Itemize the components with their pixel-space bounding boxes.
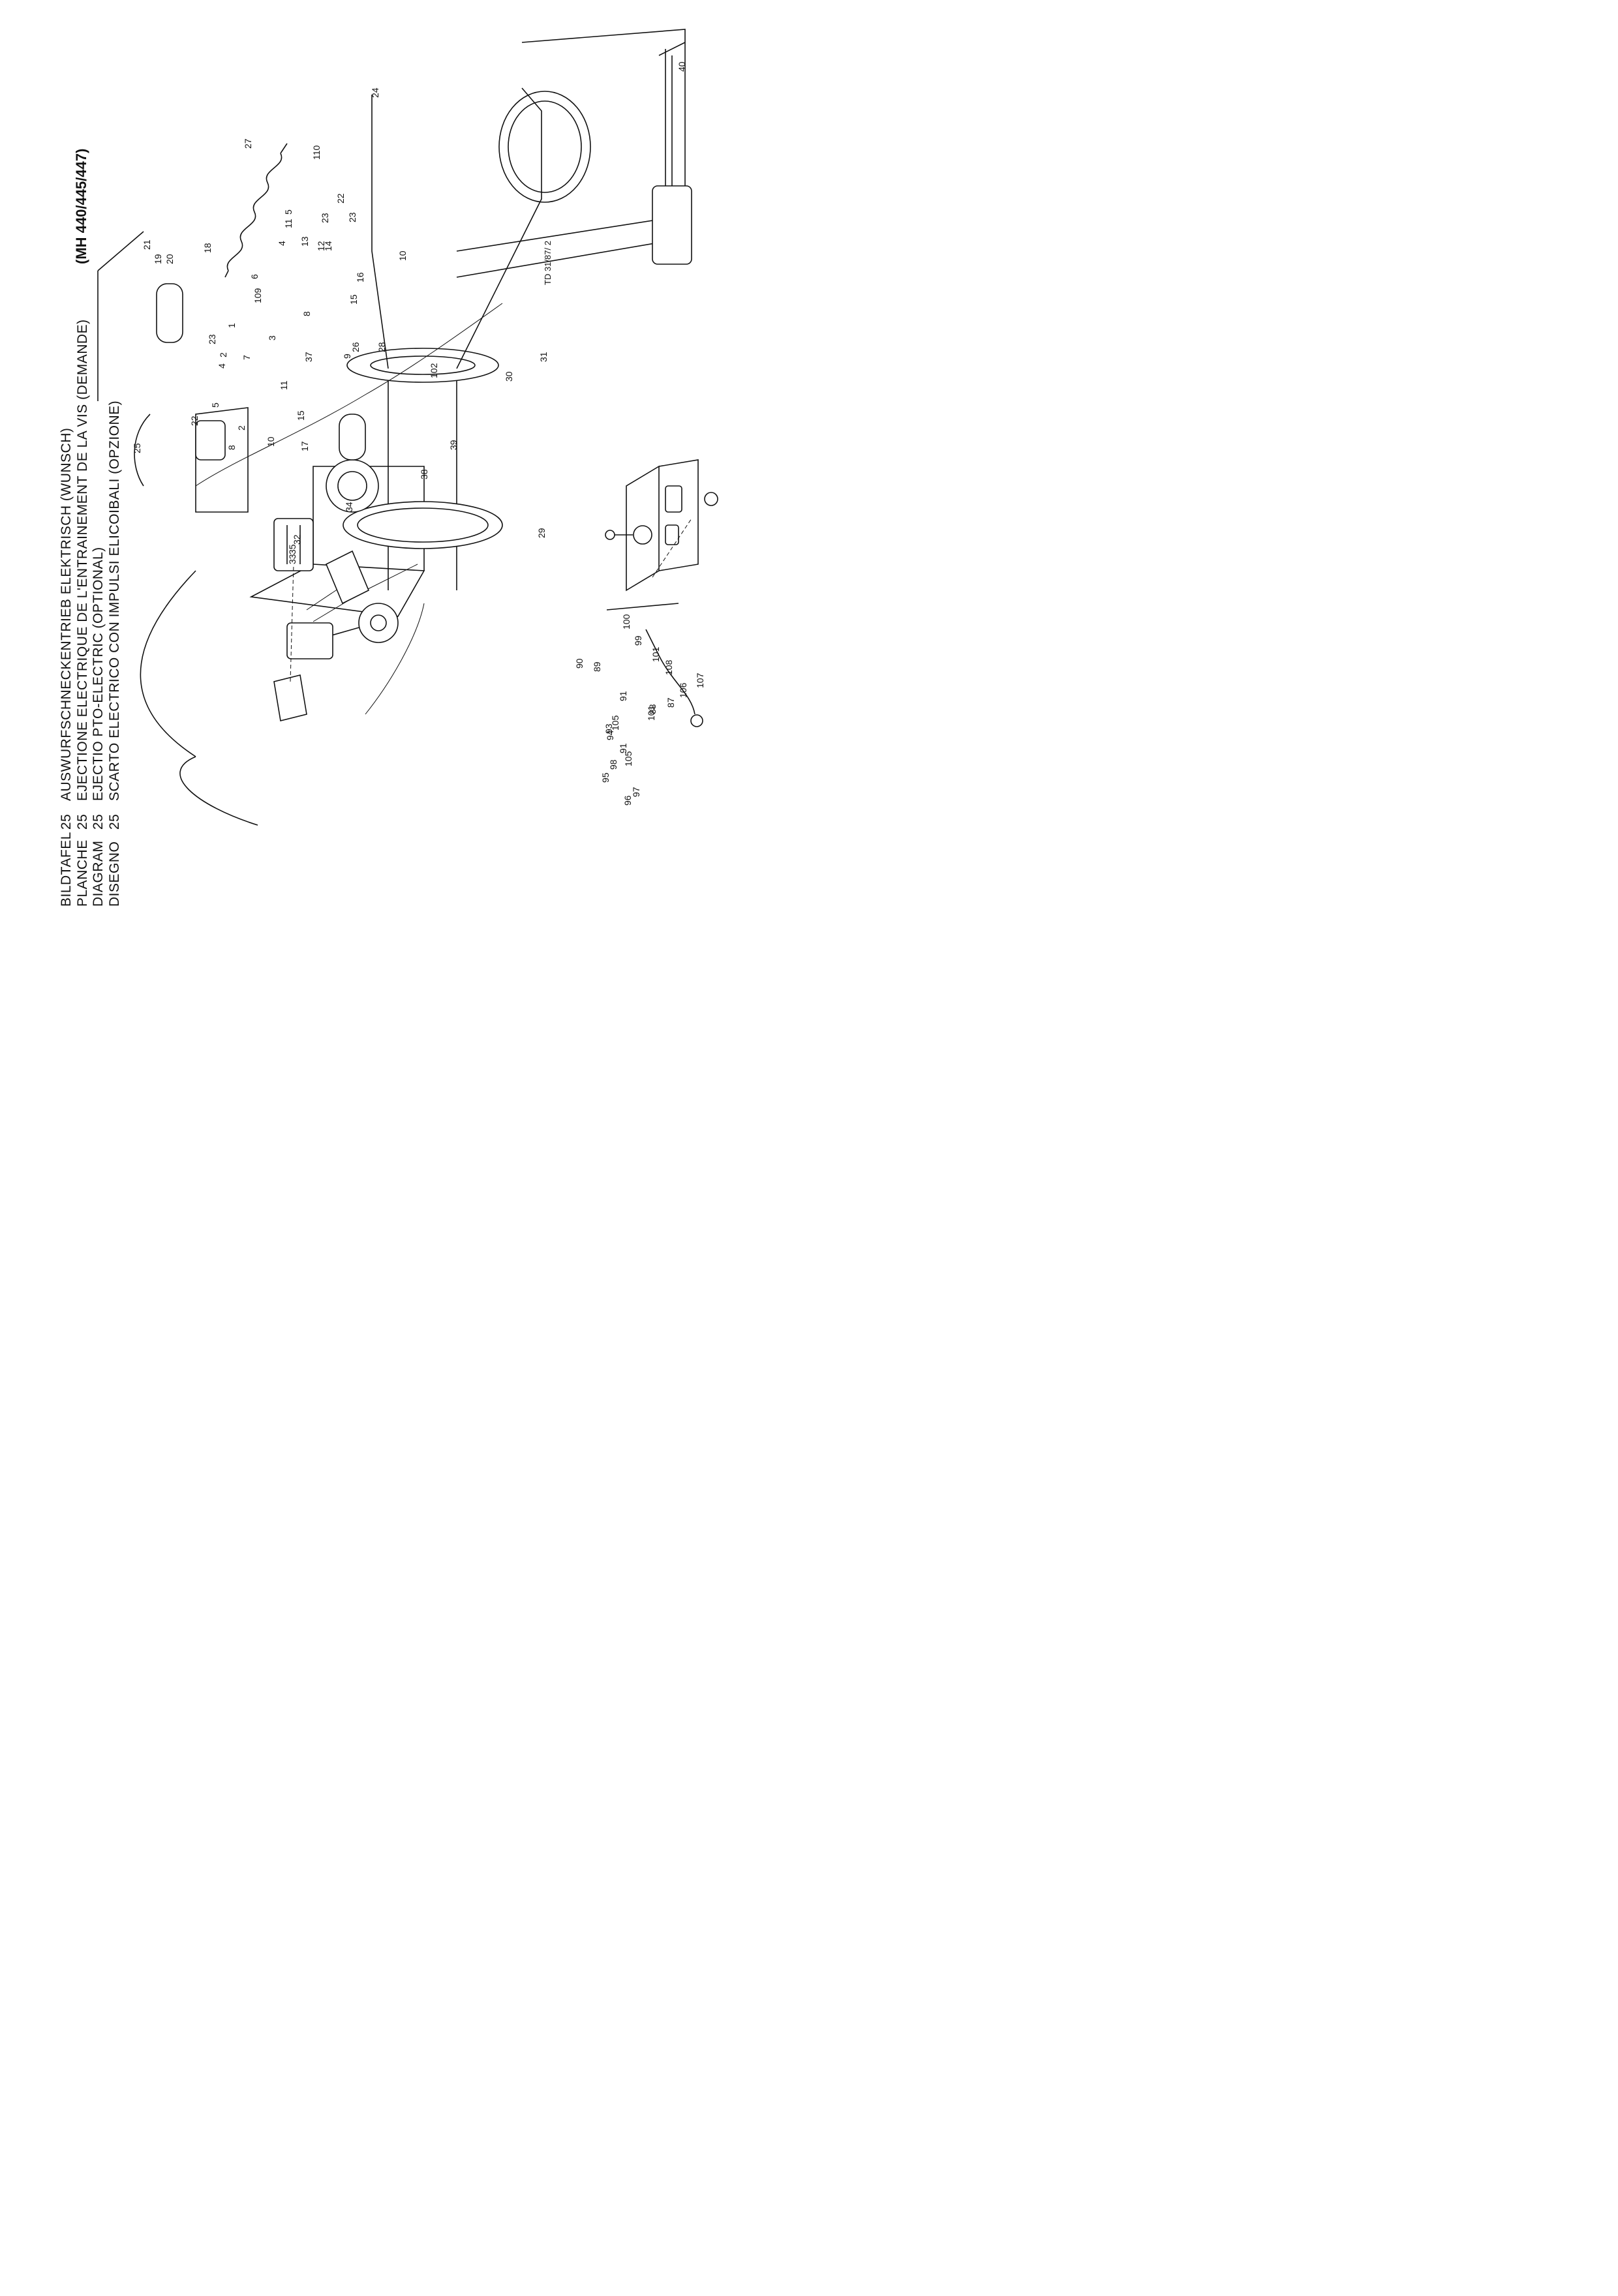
mounting-flange bbox=[346, 348, 499, 383]
callout-label: 17 bbox=[299, 441, 310, 451]
callout-label: 11 bbox=[283, 219, 294, 228]
callout-label: 95 bbox=[600, 772, 611, 783]
callout-label: 106 bbox=[678, 682, 688, 698]
callout-label: 32 bbox=[292, 534, 302, 545]
callout-label: 12 bbox=[316, 241, 326, 251]
callout-label: 39 bbox=[448, 440, 459, 450]
callout-label: 105 bbox=[623, 751, 633, 766]
callout-label: 109 bbox=[252, 288, 263, 303]
callout-label: 11 bbox=[279, 380, 289, 390]
callout-label: 33 bbox=[287, 554, 298, 564]
callout-label: 9 bbox=[342, 354, 352, 359]
callout-label: 10 bbox=[397, 250, 408, 261]
ring-gear bbox=[343, 501, 503, 549]
callout-label: 23 bbox=[207, 334, 217, 344]
joystick-knob bbox=[633, 525, 652, 545]
callout-label: 31 bbox=[538, 352, 549, 362]
callout-label: 20 bbox=[164, 254, 175, 264]
exploded-parts-diagram: 1 2 2 3 4 4 5 5 6 7 8 8 9 10 10 11 11 12… bbox=[97, 29, 718, 826]
callout-label: 101 bbox=[650, 646, 661, 662]
callout-label: 35 bbox=[287, 544, 298, 554]
callout-label: 96 bbox=[622, 795, 633, 806]
callout-label: 4 bbox=[217, 363, 227, 369]
callout-label: 26 bbox=[350, 342, 361, 352]
callout-label: 3 bbox=[267, 335, 277, 340]
callout-label: 90 bbox=[574, 658, 585, 669]
callout-label: 5 bbox=[283, 209, 294, 215]
callout-label: 8 bbox=[301, 311, 312, 316]
callout-label: 4 bbox=[277, 241, 287, 246]
callout-label: 27 bbox=[243, 138, 253, 149]
drive-pulley bbox=[358, 603, 399, 643]
callout-label: 15 bbox=[348, 294, 359, 305]
callout-label: 14 bbox=[323, 241, 333, 251]
switch-housing bbox=[195, 420, 226, 461]
motor-bracket bbox=[286, 622, 333, 659]
callout-label: 10 bbox=[266, 436, 276, 447]
callout-label: 38 bbox=[419, 469, 429, 479]
control-cable bbox=[195, 303, 503, 487]
callout-label: 21 bbox=[142, 239, 152, 250]
callout-label: 23 bbox=[320, 213, 330, 223]
motor-gearbox bbox=[325, 550, 370, 605]
callout-label: 8 bbox=[226, 445, 237, 450]
callout-label: 102 bbox=[429, 363, 439, 378]
control-box bbox=[605, 459, 718, 727]
callout-label: 97 bbox=[631, 787, 641, 797]
coiled-cable bbox=[224, 143, 288, 278]
grommet bbox=[704, 492, 718, 506]
mounting-plate-opening bbox=[498, 91, 591, 203]
callout-label: 107 bbox=[695, 672, 705, 688]
callout-label: 29 bbox=[536, 528, 547, 538]
drive-motor-assembly bbox=[97, 42, 692, 721]
power-cable bbox=[365, 603, 425, 715]
callout-label: 105 bbox=[610, 715, 620, 731]
callout-label: 99 bbox=[633, 635, 643, 646]
motor-end-cap bbox=[339, 414, 366, 461]
callout-label: 94 bbox=[605, 730, 615, 740]
callout-label: 87 bbox=[665, 697, 676, 708]
callout-label: 1 bbox=[226, 323, 237, 328]
relay bbox=[665, 485, 682, 513]
callout-label: 108 bbox=[664, 659, 674, 675]
auger-tube bbox=[343, 29, 686, 590]
callout-label: 24 bbox=[370, 87, 380, 98]
joystick-ball bbox=[605, 530, 615, 540]
cable-sleeve bbox=[156, 283, 183, 343]
callout-label: 23 bbox=[347, 212, 358, 222]
callout-label: 28 bbox=[376, 342, 387, 352]
callout-label: 7 bbox=[241, 355, 252, 360]
callout-label: 16 bbox=[355, 272, 365, 282]
plug-connector bbox=[690, 714, 703, 727]
callout-label: 19 bbox=[153, 254, 163, 264]
callout-labels: 1 2 2 3 4 4 5 5 6 7 8 8 9 10 10 11 11 12… bbox=[132, 61, 705, 806]
callout-label: 100 bbox=[621, 614, 632, 629]
callout-label: 110 bbox=[311, 145, 322, 160]
callout-label: 18 bbox=[202, 243, 213, 253]
callout-label: 6 bbox=[249, 274, 260, 279]
callout-label: 2 bbox=[218, 352, 228, 357]
callout-label: 13 bbox=[299, 236, 310, 247]
callout-label: 101 bbox=[646, 705, 656, 721]
callout-label: 89 bbox=[592, 661, 602, 672]
callout-label: 2 bbox=[236, 425, 247, 430]
callout-label: 22 bbox=[189, 415, 200, 426]
callout-label: 91 bbox=[618, 743, 628, 753]
callout-label: 40 bbox=[677, 61, 687, 72]
actuator-body bbox=[652, 185, 692, 265]
callout-label: 34 bbox=[344, 502, 354, 512]
callout-label: 15 bbox=[296, 410, 306, 421]
callout-label: 5 bbox=[210, 402, 221, 408]
rotated-sheet: BILDTAFEL25AUSWURFSCHNECKENTRIEB ELEKTRI… bbox=[0, 0, 720, 1021]
callout-label: 25 bbox=[132, 443, 142, 453]
callout-label: 91 bbox=[618, 691, 628, 701]
switch-block bbox=[665, 524, 679, 545]
callout-label: 37 bbox=[303, 352, 314, 362]
callout-label: 22 bbox=[335, 193, 346, 204]
callout-label: 88 bbox=[647, 704, 658, 714]
callout-label: 30 bbox=[504, 371, 514, 382]
callout-label: 93 bbox=[603, 723, 614, 734]
callout-label: 98 bbox=[608, 759, 618, 770]
